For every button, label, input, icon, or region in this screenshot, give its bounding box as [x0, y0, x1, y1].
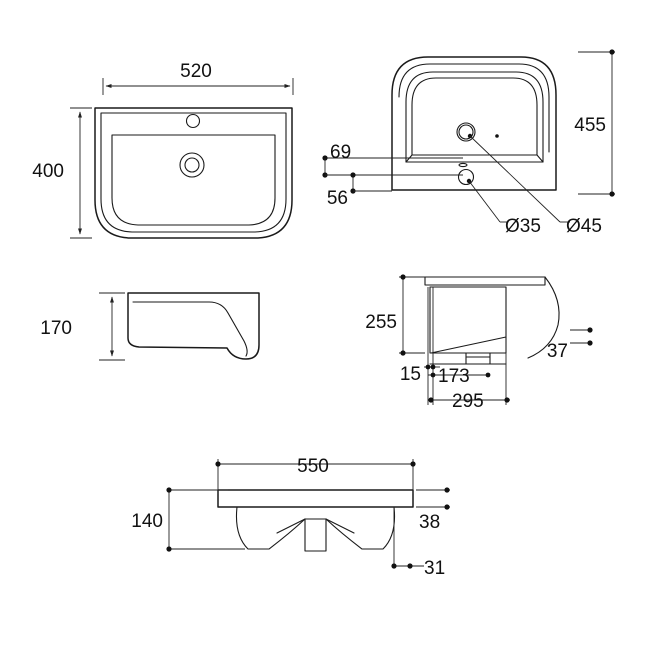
rear-contour-second — [398, 63, 550, 153]
section-top-rim — [424, 276, 546, 286]
dim-label-550: 550 — [297, 456, 329, 477]
leader-d45 — [469, 135, 561, 223]
dim-label-255: 255 — [365, 312, 397, 333]
rear-bowl-rim-outer — [405, 71, 544, 163]
dim-label-15: 15 — [400, 364, 421, 385]
dot-455-top — [609, 49, 615, 55]
front-fan-line-right — [325, 518, 355, 534]
dim-label-38: 38 — [419, 512, 440, 533]
front-rim-slab — [217, 489, 414, 508]
dim-label-d35: Ø35 — [505, 216, 541, 237]
dot-173-right — [485, 372, 491, 378]
dot-140-bottom — [166, 546, 172, 552]
section-sloped-floor — [430, 336, 507, 354]
side-profile-view: 170 — [40, 292, 260, 361]
dot-173-left — [430, 372, 436, 378]
side-inner-top-edge — [132, 301, 248, 357]
dot-255-top — [400, 274, 406, 280]
dim-label-69: 69 — [330, 142, 351, 163]
dim-label-520: 520 — [180, 61, 212, 82]
plan-waste-inner-ring — [184, 157, 200, 173]
dot-15-b — [430, 364, 436, 370]
rear-elevation-view: 455 69 56 Ø35 Ø45 — [322, 49, 615, 237]
plan-outer-body — [94, 107, 293, 239]
dim-label-173: 173 — [438, 366, 470, 387]
dot-455-bottom — [609, 191, 615, 197]
plan-rim-inner — [100, 112, 287, 233]
dot-550-left — [215, 461, 221, 467]
dim-label-31: 31 — [424, 558, 445, 579]
dim-label-140: 140 — [131, 511, 163, 532]
plan-view: 520 400 — [32, 61, 294, 239]
dot-56-top — [350, 172, 356, 178]
front-waste-housing — [304, 518, 327, 552]
plan-tap-hole — [185, 113, 201, 129]
dot-37-upper — [587, 327, 593, 333]
dot-38-upper — [444, 487, 450, 493]
dot-295-left — [428, 397, 434, 403]
side-profile-outline — [127, 292, 260, 360]
plan-waste-outer-ring — [179, 152, 205, 178]
section-body-curve — [527, 276, 560, 359]
dim-label-170: 170 — [40, 318, 72, 339]
dim-label-56: 56 — [327, 188, 348, 209]
dot-31-right — [407, 563, 413, 569]
dot-295-right — [504, 397, 510, 403]
dot-38-lower — [444, 504, 450, 510]
front-elevation-view: 550 140 38 31 — [131, 456, 450, 579]
rear-facet-left — [405, 154, 413, 163]
front-right-lobe — [325, 506, 396, 550]
section-main-box — [429, 286, 507, 354]
rear-lower-hole — [457, 168, 475, 186]
section-view: 255 15 173 295 37 — [365, 274, 593, 412]
dim-label-d45: Ø45 — [566, 216, 602, 237]
rear-facet-right — [536, 154, 544, 163]
dot-550-right — [410, 461, 416, 467]
rear-overflow-slot — [458, 162, 468, 168]
plan-bowl — [111, 134, 276, 226]
rear-bowl-rim-inner — [411, 77, 538, 156]
rear-reference-point — [495, 134, 499, 138]
dot-31-left — [391, 563, 397, 569]
dot-255-bottom — [400, 350, 406, 356]
dot-140-top — [166, 487, 172, 493]
rear-outer-shell — [391, 56, 557, 191]
dim-label-455: 455 — [574, 115, 606, 136]
dim-label-37: 37 — [547, 341, 568, 362]
leader-d35 — [468, 180, 501, 223]
rear-waste-hole — [456, 122, 476, 142]
dim-label-400: 400 — [32, 161, 64, 182]
front-fan-line-left — [276, 518, 306, 534]
front-left-lobe — [235, 506, 306, 550]
dot-37-lower — [587, 340, 593, 346]
rear-waste-hole-inner — [458, 124, 474, 140]
section-bracket — [465, 352, 491, 365]
dim-label-295: 295 — [452, 391, 484, 412]
dot-15-a — [425, 364, 431, 370]
